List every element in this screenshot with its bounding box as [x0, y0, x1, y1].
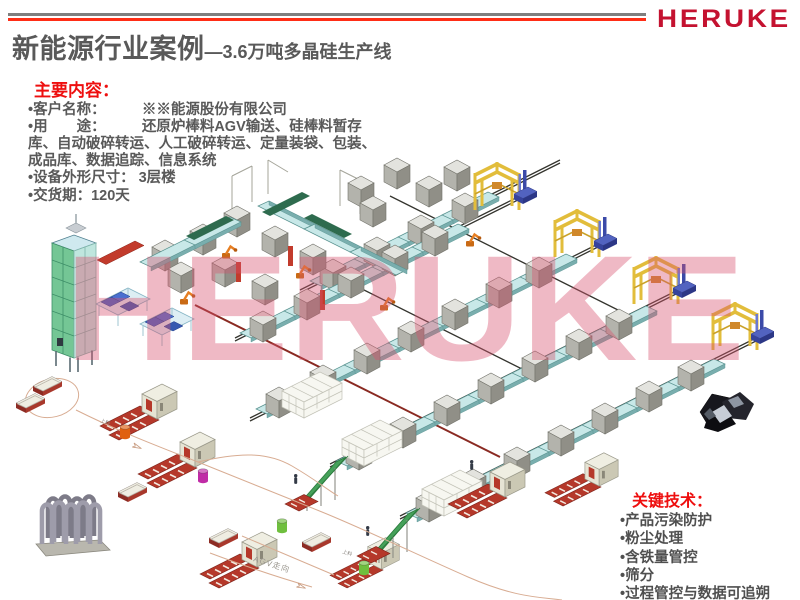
- main-content-block: 主要内容： •客户名称： ※※能源股份有限公司 •用 途： 还原炉棒料AGV输送…: [28, 76, 380, 205]
- heruke-logo-text: HERUKE: [657, 5, 791, 33]
- main-content-heading: 主要内容：: [34, 81, 119, 100]
- processing-cluster: [95, 157, 483, 347]
- heruke-logo: HERUKE: [657, 5, 791, 33]
- agv-cart-icon: [301, 532, 332, 553]
- page-title-main: 新能源行业案例: [12, 34, 205, 64]
- loading-label: 上料: [341, 548, 353, 558]
- agv-route-arrows: [132, 442, 306, 589]
- green-barrel-icon: [358, 560, 370, 576]
- key-tech-item: •产品污染防护: [620, 513, 713, 529]
- key-tech-item: •筛分: [620, 567, 655, 584]
- agv-cart-icon: [15, 393, 46, 414]
- key-tech-item: •过程管控与数据可追朔: [620, 586, 771, 600]
- orange-barrel-icon: [119, 424, 131, 440]
- key-tech-item: •粉尘处理: [620, 531, 684, 548]
- agv-cart-icon: [208, 528, 239, 549]
- worker-figure: [470, 460, 474, 470]
- feed-stations: [99, 383, 619, 589]
- heruke-watermark: HERUKE: [65, 224, 745, 392]
- silicon-chunks: [699, 392, 754, 432]
- content-line: •用 途： 还原炉棒料AGV输送、硅棒料暂存: [28, 119, 362, 136]
- page-title-sub: —3.6万吨多晶硅生产线: [204, 42, 392, 62]
- header-rule-gray: [8, 13, 646, 16]
- agv-route-path: [24, 377, 563, 600]
- worker-figure: [294, 474, 298, 484]
- content-line: 成品库、数据追踪、信息系统: [28, 153, 217, 170]
- agv-cart-icon: [32, 376, 63, 397]
- silicon-rod-bundle: [35, 497, 111, 557]
- green-barrel-icon: [276, 518, 288, 534]
- loading-label: 上料: [99, 417, 111, 427]
- agv-cart-icon: [117, 482, 148, 503]
- key-tech-heading: 关键技术：: [632, 493, 713, 510]
- content-line: •客户名称： ※※能源股份有限公司: [28, 102, 287, 118]
- page-title: 新能源行业案例—3.6万吨多晶硅生产线: [12, 27, 392, 66]
- header-rule-red: [8, 18, 646, 21]
- key-tech-item: •含铁量管控: [620, 549, 698, 566]
- content-line: •交货期：120天: [28, 187, 130, 204]
- key-tech-block: 关键技术： •产品污染防护 •粉尘处理 •含铁量管控 •筛分 •过程管控与数据可…: [620, 487, 770, 600]
- gantry-crane-icon: [473, 160, 521, 212]
- content-line: •设备外形尺寸： 3层楼: [28, 170, 176, 187]
- magenta-barrel-icon: [197, 468, 209, 484]
- wireframe-cage: [341, 419, 403, 467]
- elevator-tower: [50, 214, 98, 372]
- content-line: 库、自动破碎转运、人工破碎转运、定量装袋、包装、: [28, 136, 376, 153]
